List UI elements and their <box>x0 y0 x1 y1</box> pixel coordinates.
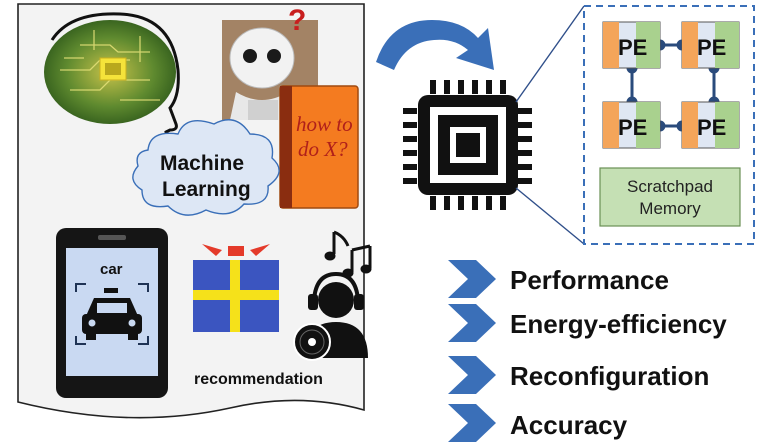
book-title-line2: do X? <box>298 137 348 161</box>
phone-label: car <box>100 261 123 278</box>
disc-icon <box>293 323 331 361</box>
book-icon <box>279 85 359 209</box>
gift-icon <box>193 244 279 332</box>
arrow-icon <box>376 20 494 70</box>
chevron-icon <box>448 260 496 298</box>
music-note-icon <box>324 230 372 278</box>
pe-label: PE <box>697 115 726 140</box>
zoom-line-bottom <box>515 187 585 245</box>
pe-label: PE <box>618 35 647 60</box>
metric-performance: Performance <box>510 265 669 295</box>
memory-label-line1: Scratchpad <box>627 177 713 196</box>
pe-block <box>681 21 740 69</box>
recommendation-label: recommendation <box>194 371 323 388</box>
chevron-icon <box>448 404 496 442</box>
book-title-line1: how to <box>296 112 353 136</box>
pe-block <box>602 101 661 149</box>
car-icon <box>82 288 142 340</box>
brain-icon <box>44 12 180 177</box>
chevron-icon <box>448 304 496 342</box>
scratchpad-memory-block <box>599 167 741 227</box>
cloud-icon <box>132 119 280 216</box>
metric-energy-efficiency: Energy-efficiency <box>510 309 727 339</box>
pe-block <box>681 101 740 149</box>
metric-reconfiguration: Reconfiguration <box>510 361 709 391</box>
pe-label: PE <box>618 115 647 140</box>
metric-accuracy: Accuracy <box>510 410 628 440</box>
ml-label-line2: Learning <box>162 178 251 201</box>
chip-icon <box>403 80 532 210</box>
pe-label: PE <box>697 35 726 60</box>
memory-label-line2: Memory <box>639 199 701 218</box>
zoom-line-top <box>515 5 585 103</box>
pe-block <box>602 21 661 69</box>
ml-label-line1: Machine <box>160 152 244 175</box>
chevron-icon <box>448 356 496 394</box>
question-mark: ? <box>288 4 306 37</box>
